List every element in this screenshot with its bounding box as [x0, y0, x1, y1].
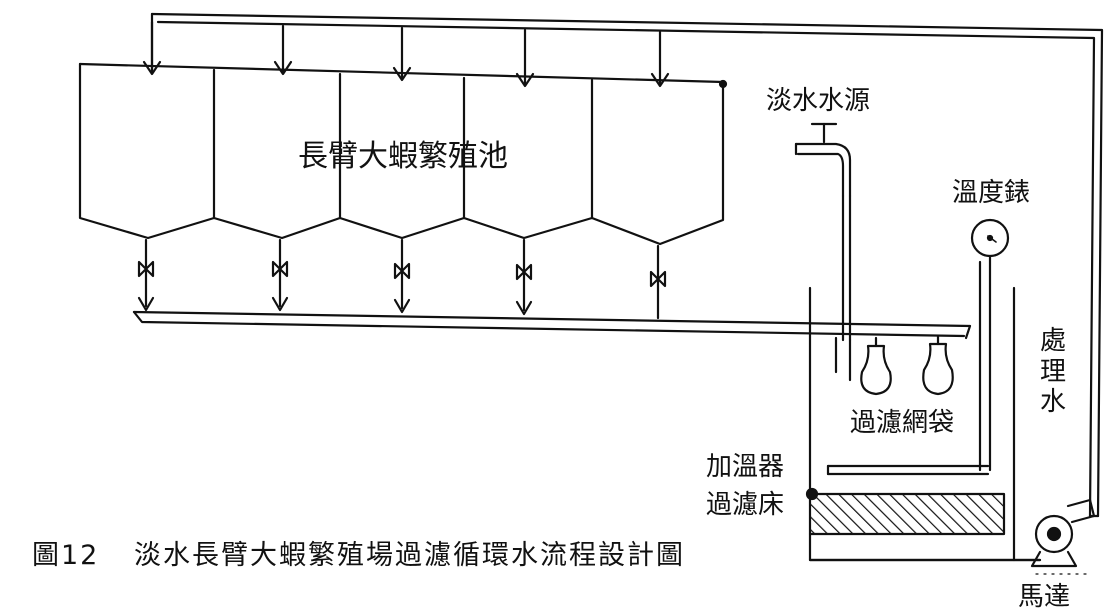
filter-tank [808, 286, 1042, 562]
figure-caption: 淡水長臂大蝦繁殖場過濾循環水流程設計圖 [134, 540, 685, 571]
breeding-tanks [78, 62, 728, 246]
treated-water-label: 處 理 水 [1038, 326, 1068, 418]
tank-5 [590, 82, 725, 246]
filter-bed-label: 過濾床 [706, 490, 785, 520]
thermometer-label: 溫度錶 [952, 178, 1031, 208]
treated-water-char-2: 理 [1039, 356, 1066, 387]
tank-title-label: 長臂大蝦繁殖池 [298, 139, 508, 174]
treated-water-char-3: 水 [1039, 387, 1066, 418]
thermometer-gauge [970, 218, 1010, 472]
heater-label: 加溫器 [706, 452, 785, 482]
tank-2 [212, 216, 342, 240]
tank-rim [78, 62, 725, 84]
filter-bed [805, 487, 1006, 536]
pump-label: 馬達 [1018, 582, 1071, 612]
fresh-water-source-label: 淡水水源 [766, 86, 871, 116]
inlet-pipes [834, 336, 852, 382]
heater [826, 464, 990, 476]
return-pipe [150, 12, 1104, 518]
figure-number: 圖12 [32, 540, 100, 571]
pump-motor [1012, 498, 1096, 575]
inflow-arrows [142, 20, 670, 88]
tank-1 [78, 62, 216, 240]
filter-bags [860, 334, 954, 396]
collecting-pipe [132, 310, 972, 340]
treated-water-char-1: 處 [1039, 326, 1066, 356]
filter-bags-label: 過濾網袋 [850, 408, 955, 438]
drain-valves [137, 238, 667, 320]
fresh-water-tap [794, 122, 852, 342]
tank-4 [462, 216, 594, 240]
tank-3 [338, 216, 466, 240]
